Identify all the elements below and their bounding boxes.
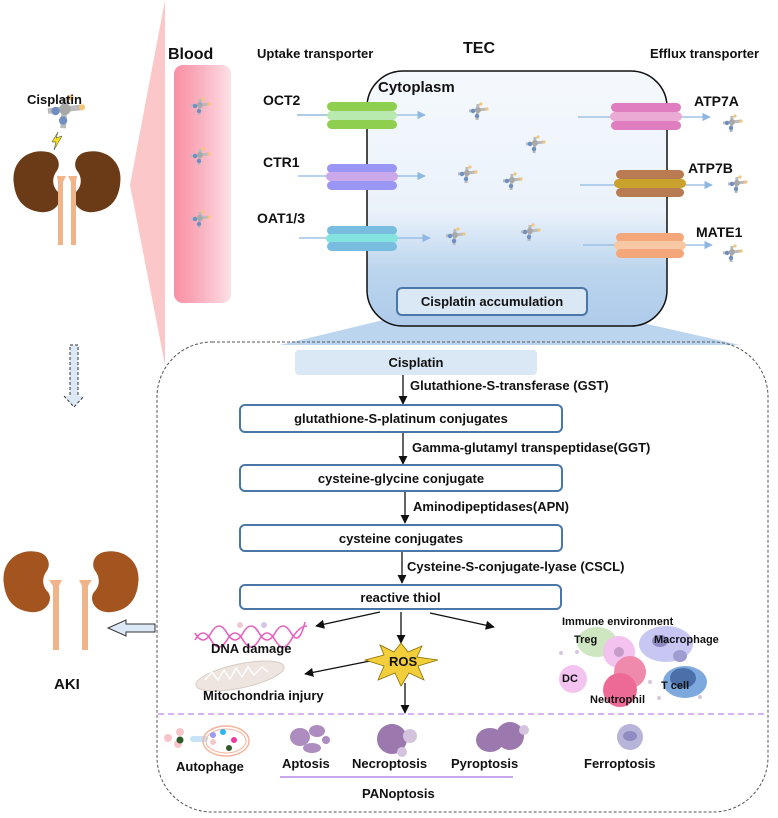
- immune-cell-neutrophil: Neutrophil: [590, 694, 645, 706]
- mitochondria-icon: [195, 660, 285, 692]
- lightning-icon: [51, 131, 63, 151]
- transporter-label-oat13: OAT1/3: [257, 210, 305, 226]
- cell-death-aptosis: Aptosis: [282, 756, 330, 771]
- efflux-transporter-header: Efflux transporter: [650, 46, 760, 61]
- cisplatin-label: Cisplatin: [27, 92, 82, 107]
- dna-damage-label: DNA damage: [211, 641, 292, 656]
- uptake-transporter-header: Uptake transporter: [257, 46, 374, 61]
- product-glutathione-conjugates: glutathione-S-platinum conjugates: [239, 404, 563, 433]
- immune-cell-t-cell: T cell: [661, 680, 690, 692]
- mitochondria-injury-label: Mitochondria injury: [203, 688, 324, 703]
- immune-cell-treg: Treg: [574, 634, 598, 646]
- enzyme-cscl: Cysteine-S-conjugate-lyase (CSCL): [407, 559, 625, 574]
- immune-cells-icon: [559, 626, 707, 707]
- transporter-label-atp7b: ATP7B: [688, 160, 733, 176]
- enzyme-gst: Glutathione-S-transferase (GST): [410, 378, 609, 393]
- enzyme-apn: Aminodipeptidases(APN): [413, 499, 570, 514]
- ros-burst-icon: [363, 642, 439, 687]
- transporter-label-ctr1: CTR1: [263, 154, 300, 170]
- uptake-transporter-oct2: [297, 102, 426, 129]
- cell-death-pyroptosis: Pyroptosis: [451, 756, 519, 771]
- enzyme-ggt: Gamma-glutamyl transpeptidase(GGT): [412, 440, 651, 455]
- transporter-label-mate1: MATE1: [696, 224, 743, 240]
- uptake-transporter-ctr1: [298, 164, 426, 190]
- pathway-dashed-box: [156, 341, 769, 813]
- left-arrow-icon: [106, 619, 156, 637]
- ros-label: ROS: [389, 654, 418, 669]
- ferroptosis-icon: [617, 724, 643, 750]
- product-cysteine-glycine-conjugate: cysteine-glycine conjugate: [239, 464, 563, 492]
- immune-cell-dc: DC: [562, 673, 578, 685]
- product-cysteine-conjugates: cysteine conjugates: [239, 524, 563, 552]
- efflux-transporter-atp7b: [580, 170, 713, 197]
- efflux-transporter-mate1: [583, 233, 713, 258]
- immune-environment-title: Immune environment: [562, 616, 674, 628]
- dna-helix-icon: [194, 621, 308, 648]
- aptosis-icon: [290, 725, 330, 753]
- uptake-transporter-oat13: [299, 226, 431, 251]
- efflux-transporter-atp7a: [578, 103, 711, 130]
- product-reactive-thiol: reactive thiol: [239, 584, 562, 610]
- necroptosis-icon: [377, 724, 417, 757]
- cell-death-autophage: Autophage: [176, 759, 244, 774]
- cell-death-necroptosis: Necroptosis: [352, 756, 428, 771]
- tec-title: TEC: [463, 40, 495, 57]
- cytoplasm-label: Cytoplasm: [378, 79, 455, 96]
- kidney-icon-top: [13, 131, 121, 245]
- blood-label: Blood: [168, 46, 214, 63]
- panoptosis-label: PANoptosis: [362, 786, 435, 801]
- down-arrow-icon: [63, 344, 85, 408]
- transporter-label-oct2: OCT2: [263, 92, 301, 108]
- aki-label: AKI: [54, 676, 80, 693]
- pathway-start-cisplatin: Cisplatin: [295, 350, 537, 375]
- zoom-funnel-pink: [130, 0, 165, 365]
- pyroptosis-icon: [476, 722, 529, 752]
- immune-cell-macrophage: Macrophage: [654, 634, 719, 646]
- kidney-icon-aki: [3, 551, 139, 650]
- cell-death-ferroptosis: Ferroptosis: [584, 756, 656, 771]
- blood-vessel: [174, 65, 231, 303]
- autophage-icon: [164, 725, 250, 757]
- transporter-label-atp7a: ATP7A: [694, 93, 739, 109]
- tec-cell: [366, 70, 668, 327]
- cisplatin-accumulation-box: Cisplatin accumulation: [396, 287, 588, 316]
